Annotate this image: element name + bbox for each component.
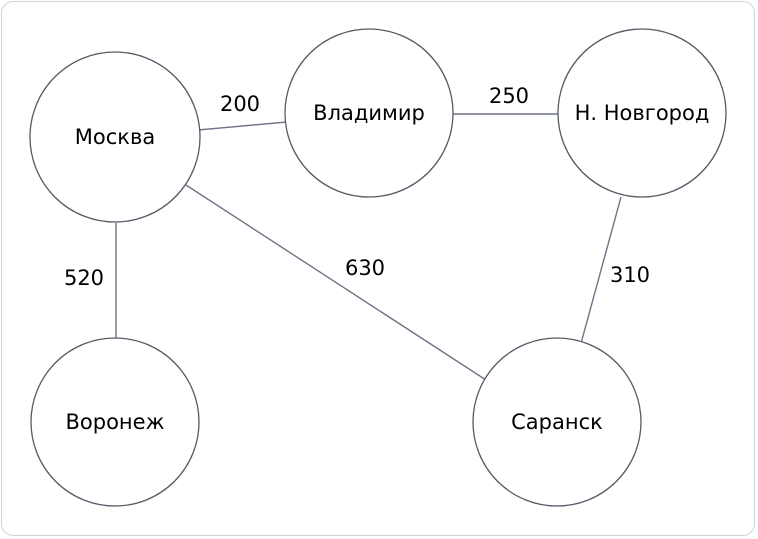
edge-novgorod-saransk	[579, 196, 622, 348]
weight-moscow-saransk: 630	[345, 256, 385, 280]
node-voronezh-circle	[30, 337, 200, 507]
node-voronezh-label: Воронеж	[65, 410, 164, 434]
edge-moscow-vladimir	[197, 121, 288, 131]
weight-moscow-vladimir: 200	[220, 92, 260, 116]
node-vladimir-circle	[284, 28, 454, 198]
node-saransk-circle	[472, 337, 642, 507]
node-vladimir-label: Владимир	[313, 101, 425, 125]
edges	[115, 113, 622, 381]
node-saransk-label: Саранск	[511, 410, 603, 434]
node-moscow-circle	[29, 51, 201, 223]
node-moscow: Москва	[29, 51, 201, 223]
edge-moscow-saransk	[185, 184, 487, 381]
node-vladimir: Владимир	[284, 28, 454, 198]
node-novgorod: Н. Новгород	[557, 28, 727, 198]
node-saransk: Саранск	[472, 337, 642, 507]
node-voronezh: Воронеж	[30, 337, 200, 507]
node-novgorod-label: Н. Новгород	[575, 101, 710, 125]
edge-weights: 200 250 520 630 310	[64, 84, 650, 290]
weight-vladimir-novgorod: 250	[489, 84, 529, 108]
weight-novgorod-saransk: 310	[610, 263, 650, 287]
weight-moscow-voronezh: 520	[64, 266, 104, 290]
node-novgorod-circle	[557, 28, 727, 198]
node-moscow-label: Москва	[75, 125, 155, 149]
